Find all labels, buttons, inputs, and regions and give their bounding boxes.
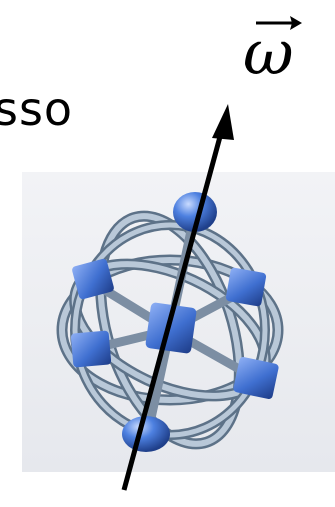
rotation-axis-arrow [121, 104, 234, 491]
partial-label-text: sso [0, 82, 74, 136]
vector-arrow-icon [256, 16, 302, 30]
cube-nodes [70, 258, 279, 400]
sphere-nodes [122, 192, 217, 452]
omega-symbol: ω [243, 16, 294, 89]
